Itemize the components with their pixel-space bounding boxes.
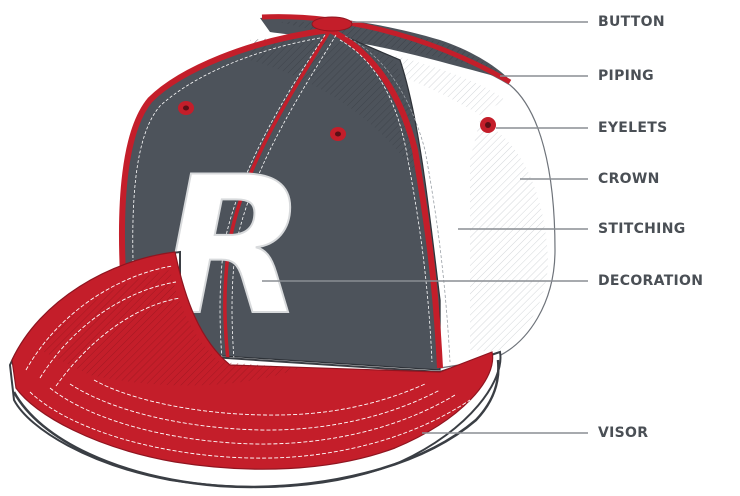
eyelet-center bbox=[330, 127, 346, 141]
label-decoration: DECORATION bbox=[598, 273, 703, 289]
eyelet-side bbox=[480, 117, 496, 133]
label-eyelets: EYELETS bbox=[598, 120, 667, 136]
label-crown: CROWN bbox=[598, 171, 660, 187]
button-shape bbox=[312, 17, 352, 31]
label-piping: PIPING bbox=[598, 68, 654, 84]
label-visor: VISOR bbox=[598, 425, 648, 441]
label-stitching: STITCHING bbox=[598, 221, 686, 237]
eyelet-left bbox=[178, 101, 194, 115]
label-button: BUTTON bbox=[598, 14, 665, 30]
